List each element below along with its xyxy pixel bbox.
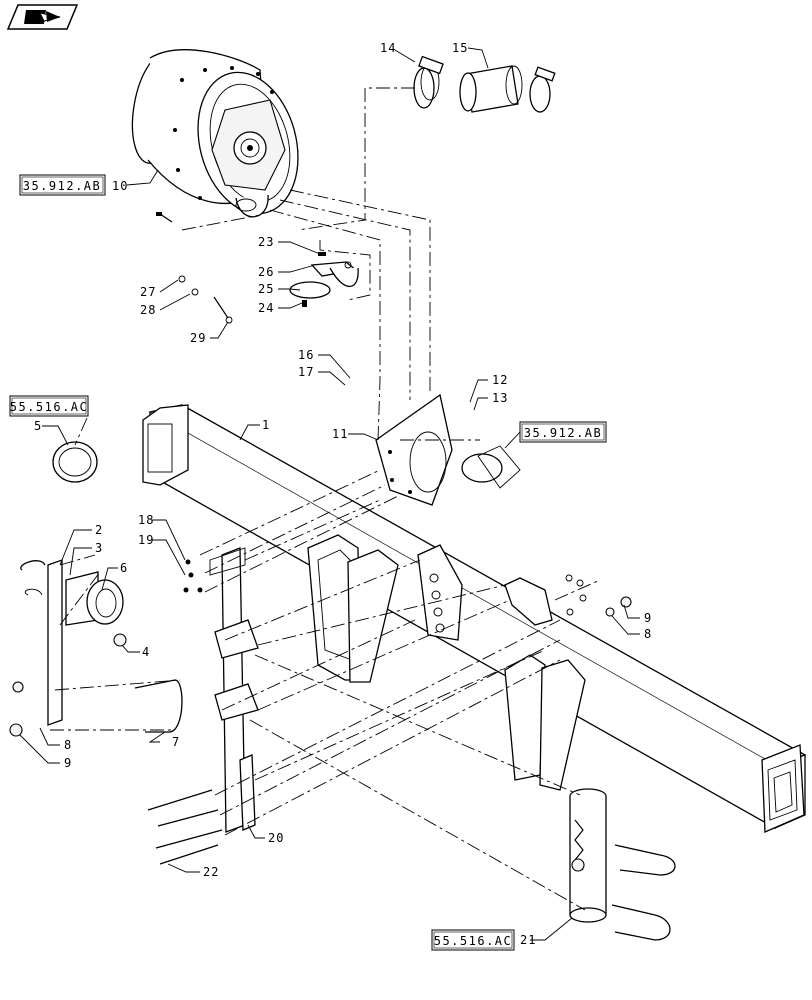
left-bracket-drawing xyxy=(9,441,183,737)
callout-8-left: 8 xyxy=(64,738,72,752)
callout-8-right: 8 xyxy=(644,627,652,641)
callout-5: 5 xyxy=(34,419,42,433)
ref-box-fan[interactable]: 35.912.AB xyxy=(19,174,106,196)
callout-12: 12 xyxy=(492,373,508,387)
vertical-support-drawing xyxy=(147,547,259,865)
callout-25: 25 xyxy=(258,282,274,296)
ref-box-tube[interactable]: 55.516.AC xyxy=(9,395,89,417)
callout-7: 7 xyxy=(172,735,180,749)
callout-28: 28 xyxy=(140,303,156,317)
nav-button[interactable] xyxy=(6,4,79,30)
right-hardware-drawing xyxy=(565,574,632,617)
pipe-ubolt-drawing xyxy=(569,788,676,941)
ref-box-pipe-label: 55.516.AC xyxy=(434,934,513,948)
fan-hardware-drawing xyxy=(178,252,359,324)
callout-18: 18 xyxy=(138,513,154,527)
callout-17: 17 xyxy=(298,365,314,379)
callout-26: 26 xyxy=(258,265,274,279)
callout-21: 21 xyxy=(520,933,536,947)
assembly-lines xyxy=(50,87,601,911)
callout-2: 2 xyxy=(95,523,103,537)
main-beam-drawing xyxy=(142,393,807,833)
callout-11: 11 xyxy=(332,427,348,441)
callout-23: 23 xyxy=(258,235,274,249)
callout-20: 20 xyxy=(268,831,284,845)
callout-9-right: 9 xyxy=(644,611,652,625)
hose-clamp-tube-drawing xyxy=(413,55,556,113)
book-return-arrow-icon xyxy=(24,10,61,24)
callout-4: 4 xyxy=(142,645,150,659)
callout-29: 29 xyxy=(190,331,206,345)
ref-box-tube-label: 55.516.AC xyxy=(10,400,89,414)
callout-9-left: 9 xyxy=(64,756,72,770)
callout-27: 27 xyxy=(140,285,156,299)
callout-10: 10 xyxy=(112,179,128,193)
callout-24: 24 xyxy=(258,301,274,315)
callout-15: 15 xyxy=(452,41,468,55)
ref-box-pipe[interactable]: 55.516.AC xyxy=(431,929,515,951)
fan-assembly-drawing xyxy=(131,49,299,223)
callout-1: 1 xyxy=(262,418,270,432)
leader-lines xyxy=(19,47,640,941)
callout-13: 13 xyxy=(492,391,508,405)
callout-19: 19 xyxy=(138,533,154,547)
callout-6: 6 xyxy=(120,561,128,575)
ref-box-fan-label: 35.912.AB xyxy=(23,179,102,193)
callout-16: 16 xyxy=(298,348,314,362)
callout-labels: 10 14 15 23 26 25 24 27 28 29 16 17 12 1… xyxy=(34,41,652,947)
callout-3: 3 xyxy=(95,541,103,555)
ref-box-frame-label: 35.912.AB xyxy=(524,426,603,440)
callout-14: 14 xyxy=(380,41,396,55)
callout-22: 22 xyxy=(203,865,219,879)
ref-box-frame[interactable]: 35.912.AB xyxy=(519,421,607,443)
